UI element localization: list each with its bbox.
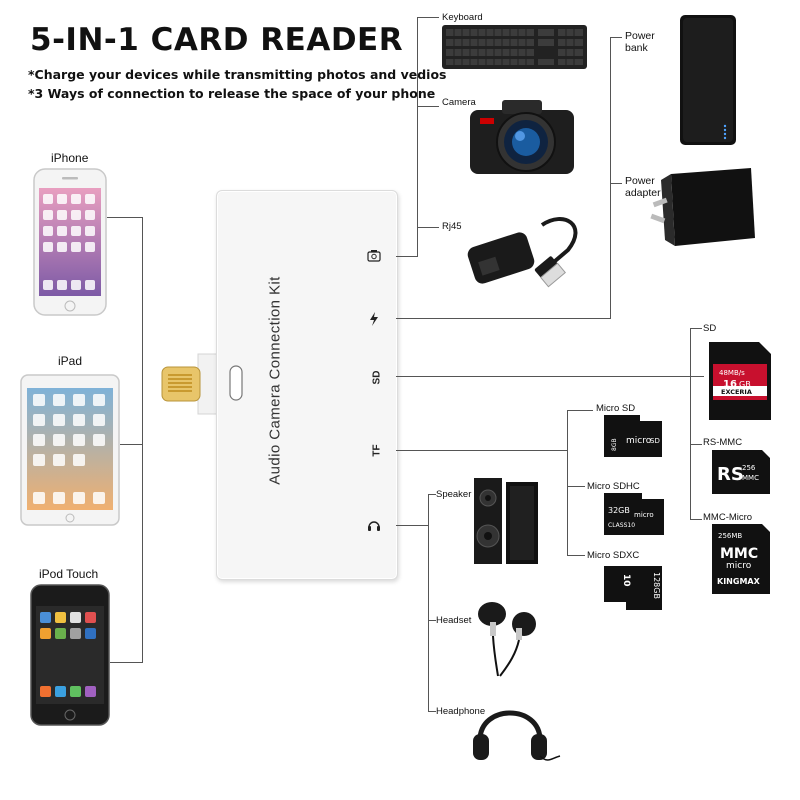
- line-power-port: [396, 318, 611, 319]
- line-headphone: [428, 711, 436, 712]
- micro-sdhc-class: CLASS10: [608, 522, 635, 529]
- line-micro-sd: [567, 410, 593, 411]
- rj45-adapter-image: [467, 217, 578, 288]
- label-headset: Headset: [436, 615, 472, 626]
- line-sd-port: [396, 376, 704, 377]
- camera-port-icon: [367, 250, 381, 262]
- lightning-plug: [161, 353, 219, 415]
- line-headset: [428, 620, 436, 621]
- label-ipod: iPod Touch: [39, 567, 99, 581]
- line-camera-port: [396, 256, 418, 257]
- micro-sdhc-card-image: 32GB micro CLASS10: [604, 493, 664, 535]
- power-bank-image: [680, 15, 736, 145]
- headphone-image: [473, 710, 561, 761]
- rs-mmc-card-image: RS 256 MMC: [712, 450, 770, 494]
- label-sd: SD: [703, 323, 717, 334]
- mmc-micro-line2: micro: [726, 561, 752, 571]
- micro-sd-cap: 8GB: [611, 438, 618, 451]
- sd-port-label: SD: [371, 370, 383, 385]
- label-speaker: Speaker: [436, 489, 472, 500]
- label-headphone: Headphone: [436, 706, 486, 717]
- hub-label: Audio Camera Connection Kit: [266, 276, 284, 485]
- line-power-vertical: [610, 37, 611, 319]
- line-mmc-micro: [690, 519, 702, 520]
- mmc-micro-card-image: 256MB MMC micro KINGMAX: [712, 524, 770, 594]
- line-sd: [690, 328, 702, 329]
- line-tf-vertical: [567, 410, 568, 556]
- line-micro-sdxc: [567, 555, 585, 556]
- headphone-port-icon: [368, 521, 380, 531]
- label-micro-sdxc: Micro SDXC: [587, 550, 640, 561]
- line-rj45: [417, 227, 439, 228]
- subtitle-2: *3 Ways of connection to release the spa…: [28, 86, 436, 101]
- sd-card-brand: EXCERIA: [721, 388, 752, 396]
- label-iphone: iPhone: [51, 151, 89, 165]
- line-audio-port: [396, 525, 428, 526]
- sd-card-capacity: 16: [723, 379, 737, 390]
- line-camera: [417, 106, 439, 107]
- mmc-micro-line1: MMC: [720, 546, 758, 562]
- rs-mmc-bottom: MMC: [742, 474, 759, 482]
- label-camera: Camera: [442, 97, 476, 108]
- ipod-touch-image: [30, 584, 110, 726]
- keyboard-image: [442, 25, 587, 69]
- label-keyboard: Keyboard: [442, 12, 483, 23]
- camera-image: [470, 100, 574, 174]
- rs-mmc-top: 256: [742, 464, 756, 472]
- sd-card-unit: GB: [739, 380, 751, 389]
- connector-ipad: [120, 444, 143, 445]
- page-title: 5-IN-1 CARD READER: [30, 22, 404, 58]
- micro-sdxc-class: 10: [621, 574, 631, 587]
- line-tf-port: [396, 450, 568, 451]
- label-ipad: iPad: [58, 354, 83, 368]
- rs-mmc-big: RS: [717, 464, 744, 485]
- power-adapter-image: [650, 168, 755, 246]
- label-micro-sd: Micro SD: [596, 403, 636, 414]
- ipad-image: [20, 374, 120, 526]
- sd-card-image: 48MB/s 16 GB EXCERIA: [709, 342, 771, 420]
- connector-ipod: [110, 662, 143, 663]
- micro-sdxc-card-image: 128GB 10: [604, 566, 662, 610]
- tf-port-label: TF: [371, 444, 383, 457]
- line-micro-sdhc: [567, 486, 585, 487]
- mmc-micro-capacity: 256MB: [718, 532, 742, 540]
- power-port-icon: [370, 312, 378, 326]
- micro-sd-card-image: micro SD 8GB: [604, 415, 662, 457]
- line-rs-mmc: [690, 444, 702, 445]
- lightning-port: [229, 365, 243, 401]
- label-rj45: Rj45: [442, 221, 462, 232]
- line-power-bank: [610, 37, 622, 38]
- subtitle-1: *Charge your devices while transmitting …: [28, 67, 447, 82]
- iphone-image: [33, 168, 107, 316]
- line-keyboard: [417, 17, 439, 18]
- label-power-adapter: Power adapter: [625, 175, 661, 199]
- line-sd-vertical: [690, 328, 691, 520]
- micro-sdhc-logo: micro: [634, 511, 654, 519]
- connector-vertical: [142, 217, 143, 663]
- line-camera-vertical: [417, 17, 418, 257]
- label-mmc-micro: MMC-Micro: [703, 512, 753, 523]
- line-power-adapter: [610, 183, 622, 184]
- connector-iphone: [107, 217, 143, 218]
- label-power-bank: Power bank: [625, 30, 655, 54]
- speaker-image: [474, 478, 538, 564]
- micro-sd-logo2: SD: [650, 437, 660, 445]
- mmc-micro-brand: KINGMAX: [717, 577, 761, 586]
- micro-sdxc-cap: 128GB: [652, 572, 661, 599]
- sd-card-speed: 48MB/s: [719, 369, 745, 377]
- line-audio-vertical: [428, 494, 429, 712]
- micro-sd-logo: micro: [626, 436, 652, 446]
- line-speaker: [428, 494, 436, 495]
- micro-sdhc-cap: 32GB: [608, 506, 630, 515]
- label-micro-sdhc: Micro SDHC: [587, 481, 640, 492]
- headset-image: [478, 602, 536, 677]
- label-rs-mmc: RS-MMC: [703, 437, 743, 448]
